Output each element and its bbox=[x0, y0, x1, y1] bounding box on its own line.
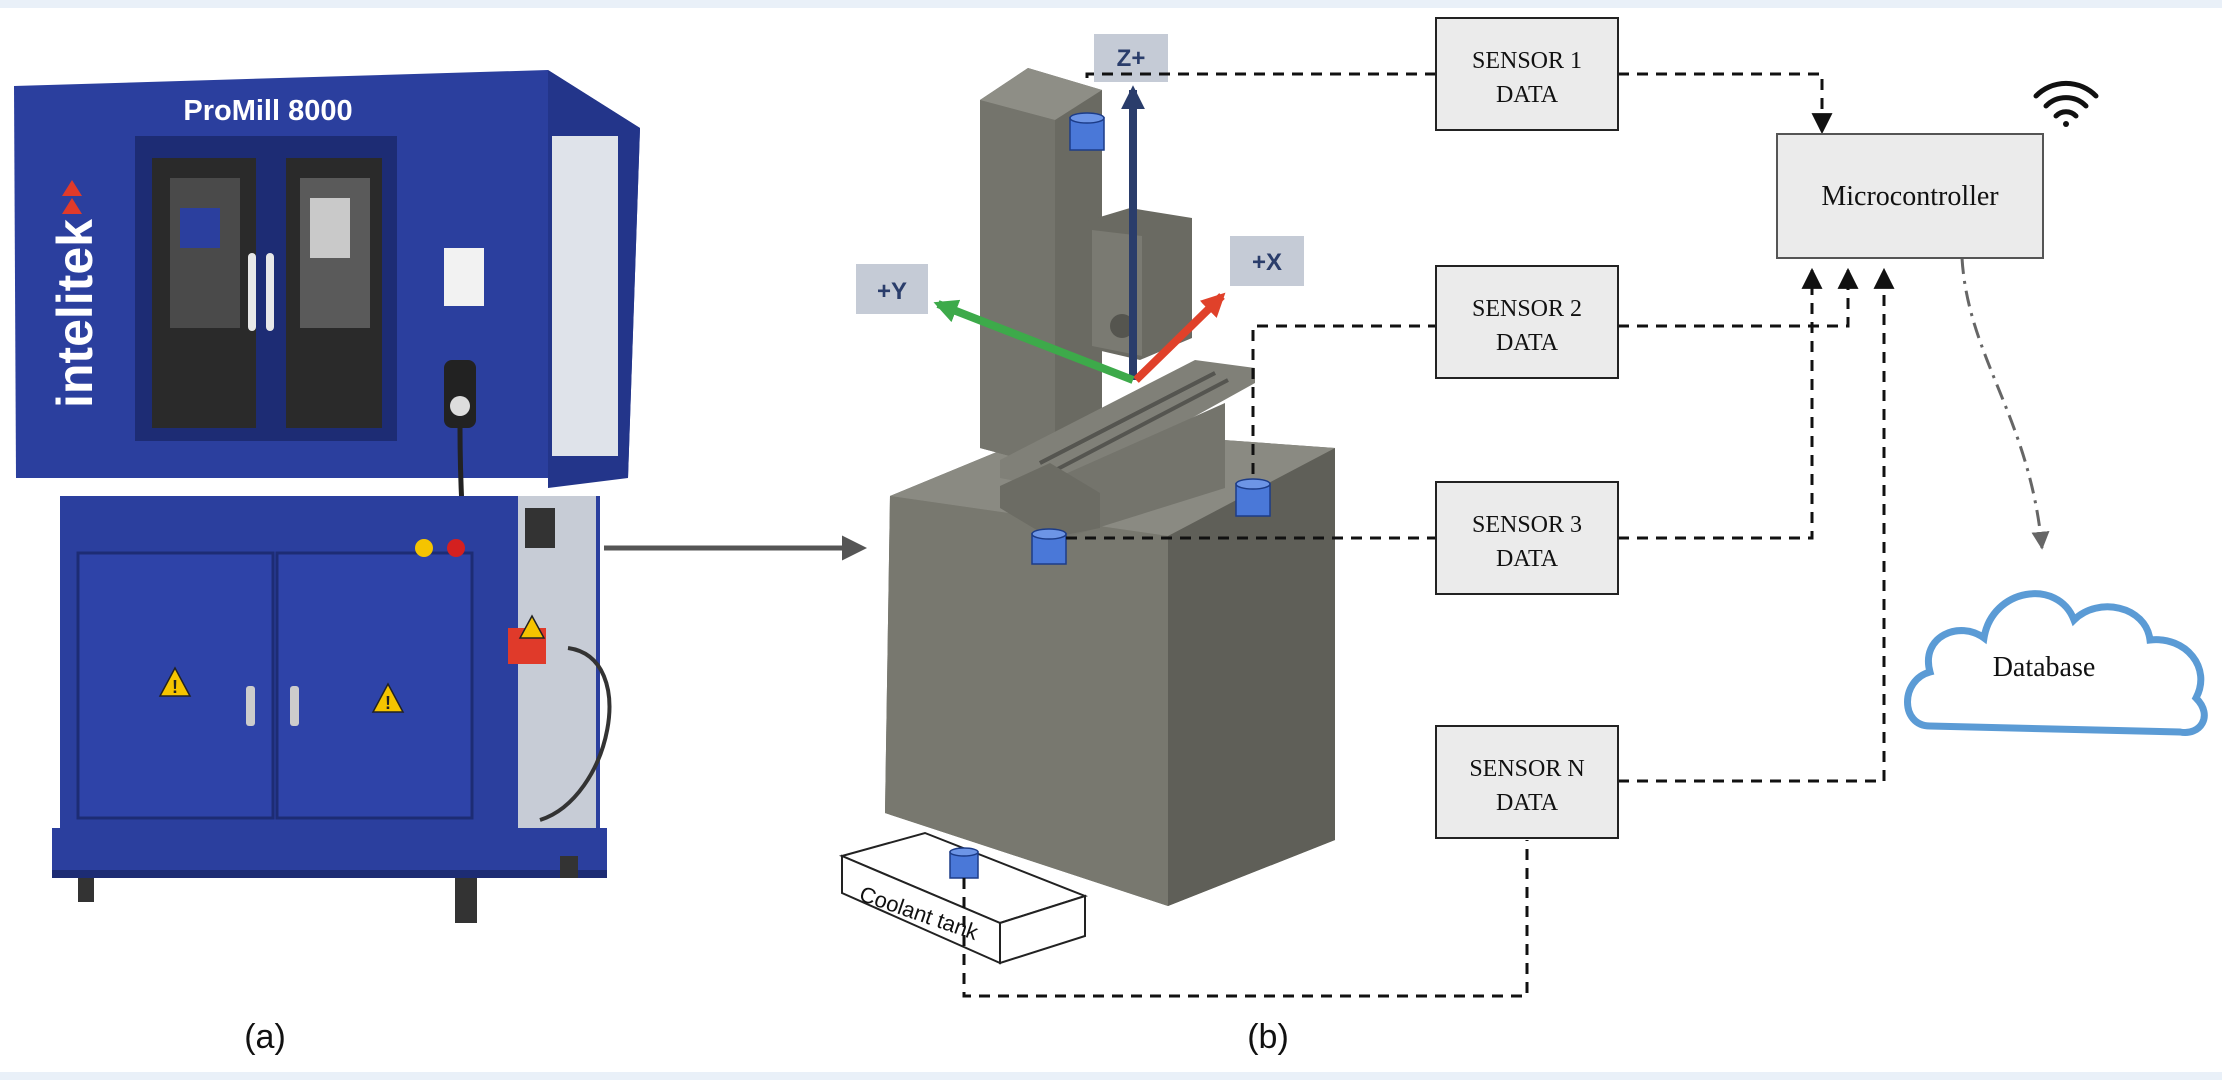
sensor-n-sublabel: DATA bbox=[1496, 790, 1559, 816]
cnc-machine-illustration bbox=[14, 70, 640, 923]
warning-icon: ! bbox=[371, 682, 405, 713]
sensor-wiring bbox=[962, 72, 1895, 998]
cloud-icon bbox=[1904, 590, 2208, 736]
sensor-1-sublabel: DATA bbox=[1496, 82, 1559, 108]
sensor-3-sublabel: DATA bbox=[1496, 546, 1559, 572]
cnc-3d-model bbox=[885, 68, 1335, 906]
warning-icon bbox=[518, 614, 546, 639]
sensor-1-wire bbox=[1085, 72, 1436, 78]
y-axis-arrow bbox=[933, 299, 1135, 384]
sensor-n-label: SENSOR N bbox=[1469, 756, 1584, 782]
x-axis-label: +X bbox=[1252, 249, 1282, 276]
machine-model-name: ProMill 8000 bbox=[183, 95, 352, 127]
sensor-1-label: SENSOR 1 bbox=[1472, 48, 1582, 74]
intelitek-logo-icon bbox=[62, 180, 82, 214]
sensor-2-sublabel: DATA bbox=[1496, 330, 1559, 356]
sensor-2-to-mcu bbox=[1618, 267, 1859, 328]
sensor-icon bbox=[1235, 478, 1271, 517]
sensor-3-label: SENSOR 3 bbox=[1472, 512, 1582, 538]
sensor-3-box bbox=[1435, 481, 1619, 595]
database-label: Database bbox=[1993, 652, 2096, 683]
wifi-icon bbox=[2033, 80, 2099, 127]
z-axis-label: Z+ bbox=[1117, 45, 1146, 72]
sensor-n-to-mcu bbox=[1618, 267, 1895, 783]
svg-text:!: ! bbox=[385, 693, 391, 713]
panel-a-label: (a) bbox=[244, 1018, 286, 1056]
sensor-2-wire bbox=[1251, 324, 1436, 474]
sensor-2-box bbox=[1435, 265, 1619, 379]
brand-name: intelitek bbox=[47, 219, 103, 408]
sensor-icon bbox=[1069, 112, 1105, 151]
sensor-1-box bbox=[1435, 17, 1619, 131]
sensor-3-to-mcu bbox=[1618, 267, 1823, 540]
mcu-to-database-link bbox=[1960, 257, 2050, 550]
panel-b-label: (b) bbox=[1247, 1018, 1289, 1056]
sensor-n-box bbox=[1435, 725, 1619, 839]
sensor-n-wire bbox=[962, 840, 1529, 998]
svg-text:!: ! bbox=[172, 677, 178, 697]
sensor-2-label: SENSOR 2 bbox=[1472, 296, 1582, 322]
y-axis-label-box bbox=[856, 264, 928, 314]
y-axis-label: +Y bbox=[877, 278, 907, 305]
sensor-icon bbox=[1031, 528, 1067, 565]
figure: ! ! intelitek ProMill 8000 (a) bbox=[0, 8, 2222, 1072]
x-axis-label-box bbox=[1230, 236, 1304, 286]
sensor-1-to-mcu bbox=[1618, 72, 1833, 135]
x-axis-arrow bbox=[1133, 292, 1226, 383]
sensor-icon bbox=[949, 847, 979, 879]
microcontroller-box bbox=[1776, 133, 2044, 259]
microcontroller-label: Microcontroller bbox=[1821, 181, 1999, 212]
warning-icon: ! bbox=[158, 666, 192, 697]
